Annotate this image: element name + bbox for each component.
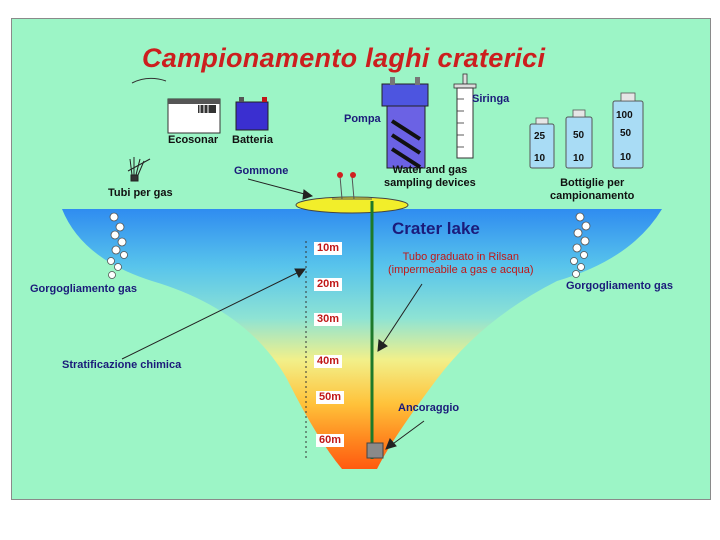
- stratification-label: Stratificazione chimica: [62, 359, 182, 371]
- slide: Campionamento laghi craterici: [11, 18, 711, 500]
- depth-label-30m: 30m: [314, 313, 343, 326]
- depth-label-60m: 60m: [316, 434, 345, 447]
- gas-tubes-icon: [127, 157, 151, 182]
- bottles-line2: campionamento: [550, 190, 635, 202]
- bottle-50-icon: [565, 109, 593, 169]
- bottle-25-bottom-label: 10: [534, 153, 546, 164]
- bottles-label: Bottiglie per campionamento: [550, 177, 634, 203]
- crater-lake-label: Crater lake: [392, 219, 480, 238]
- bottle-50-bottom-label: 10: [573, 153, 585, 164]
- battery-icon: [235, 97, 269, 131]
- depth-label-40m: 40m: [314, 355, 343, 368]
- sampling-devices-line1: Water and gas: [392, 164, 468, 176]
- bottle-100-icon: [612, 92, 644, 169]
- page-title: Campionamento laghi craterici: [142, 43, 546, 73]
- gas-bubbles-left: [107, 212, 128, 279]
- boat-label: Gommone: [234, 165, 289, 177]
- bottle-50-top-label: 50: [573, 130, 585, 141]
- depth-label-10m: 10m: [314, 242, 343, 255]
- tube-description-line1: Tubo graduato in Rilsan: [402, 251, 519, 263]
- depth-label-50m: 50m: [316, 391, 345, 404]
- syringe-label: Siringa: [472, 93, 510, 105]
- pump-icon: [381, 77, 429, 169]
- bottle-25-icon: [529, 117, 555, 169]
- tube-description: Tubo graduato in Rilsan (impermeabile a …: [388, 251, 534, 277]
- depth-label-20m: 20m: [314, 278, 343, 291]
- title-underline: [131, 77, 167, 84]
- sampling-devices-line2: sampling devices: [384, 177, 476, 189]
- ecosonar-icon: [167, 98, 221, 134]
- gas-bubbles-right: [570, 212, 591, 278]
- bottle-100-mid-label: 50: [620, 128, 632, 139]
- sampling-devices-label: Water and gas sampling devices: [384, 164, 476, 190]
- bottle-100-top-label: 100: [616, 110, 633, 121]
- bubbling-right-label: Gorgogliamento gas: [566, 280, 673, 292]
- crater-lake-diagram: [62, 73, 662, 469]
- battery-label: Batteria: [232, 134, 273, 146]
- anchor-label: Ancoraggio: [398, 402, 460, 414]
- pump-label: Pompa: [344, 113, 381, 125]
- tube-description-line2: (impermeabile a gas e acqua): [388, 264, 534, 276]
- bubbling-left-label: Gorgogliamento gas: [30, 283, 137, 295]
- gas-tubes-label: Tubi per gas: [108, 187, 173, 199]
- lake-water: [62, 209, 662, 469]
- bottle-25-top-label: 25: [534, 131, 546, 142]
- boat-icon: [295, 172, 409, 214]
- syringe-icon: [453, 73, 477, 159]
- anchor-icon: [366, 442, 384, 459]
- bottle-100-bottom-label: 10: [620, 152, 632, 163]
- ecosonar-label: Ecosonar: [168, 134, 219, 146]
- bottles-line1: Bottiglie per: [560, 177, 625, 189]
